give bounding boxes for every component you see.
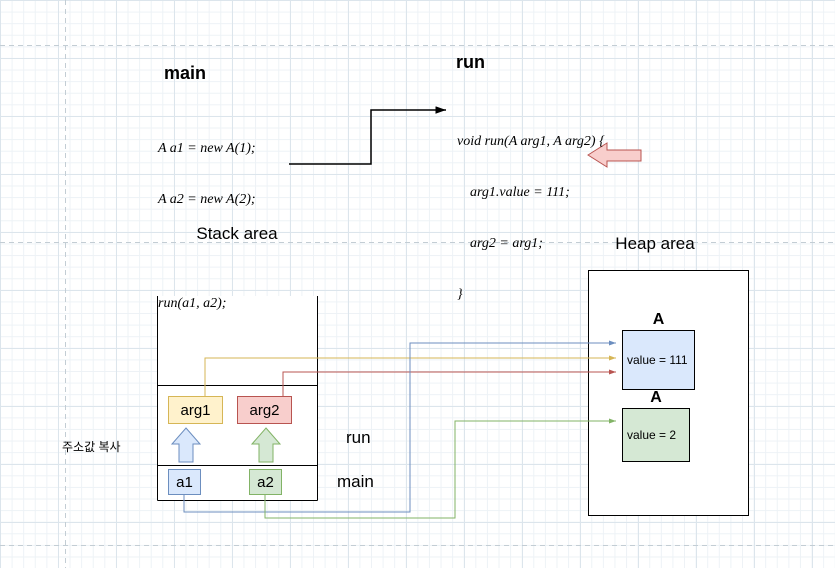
- code-line: void run(A arg1, A arg2) {: [457, 134, 605, 149]
- main-code-title: main: [164, 63, 207, 83]
- code-line: arg1.value = 111;: [470, 185, 570, 200]
- copy-up-arrow-a1-icon: [170, 427, 202, 463]
- stack-var-arg2: arg2: [237, 396, 292, 424]
- stack-area-label: Stack area: [196, 224, 278, 243]
- run-frame-label: run: [346, 428, 371, 447]
- stack-var-a2: a2: [249, 469, 282, 495]
- heap-object2-class-label: A: [650, 389, 662, 406]
- stack-var-a1: a1: [168, 469, 201, 495]
- code-line: }: [457, 287, 463, 302]
- emphasis-left-arrow-icon: [587, 142, 642, 168]
- code-line: arg2 = arg1;: [470, 236, 543, 251]
- call-flow-arrow: [289, 106, 446, 165]
- pointer-line-arg2: [282, 369, 616, 396]
- pointer-line-a1: [183, 340, 616, 513]
- stack-var-arg1: arg1: [168, 396, 223, 424]
- code-line: A a1 = new A(1);: [158, 141, 256, 156]
- run-code-block: void run(A arg1, A arg2) { arg1.value = …: [457, 99, 605, 337]
- copy-up-arrow-a2-icon: [250, 427, 282, 463]
- code-line: run(a1, a2);: [158, 296, 227, 311]
- heap-object1-box: value = 111: [622, 330, 695, 390]
- heap-object1-class-label: A: [652, 311, 665, 328]
- pointer-line-a2: [264, 418, 616, 519]
- code-blank-line: [158, 242, 256, 261]
- run-code-title: run: [456, 52, 485, 72]
- heap-area-box: [588, 270, 749, 516]
- main-code-block: A a1 = new A(1); A a2 = new A(2); run(a1…: [158, 106, 256, 346]
- main-frame-label: main: [337, 472, 374, 491]
- address-copy-annotation: 주소값 복사: [62, 440, 121, 454]
- code-line: A a2 = new A(2);: [158, 192, 256, 207]
- heap-area-label: Heap area: [615, 234, 695, 253]
- pointer-line-arg1: [204, 355, 616, 396]
- heap-object2-box: value = 2: [622, 408, 690, 462]
